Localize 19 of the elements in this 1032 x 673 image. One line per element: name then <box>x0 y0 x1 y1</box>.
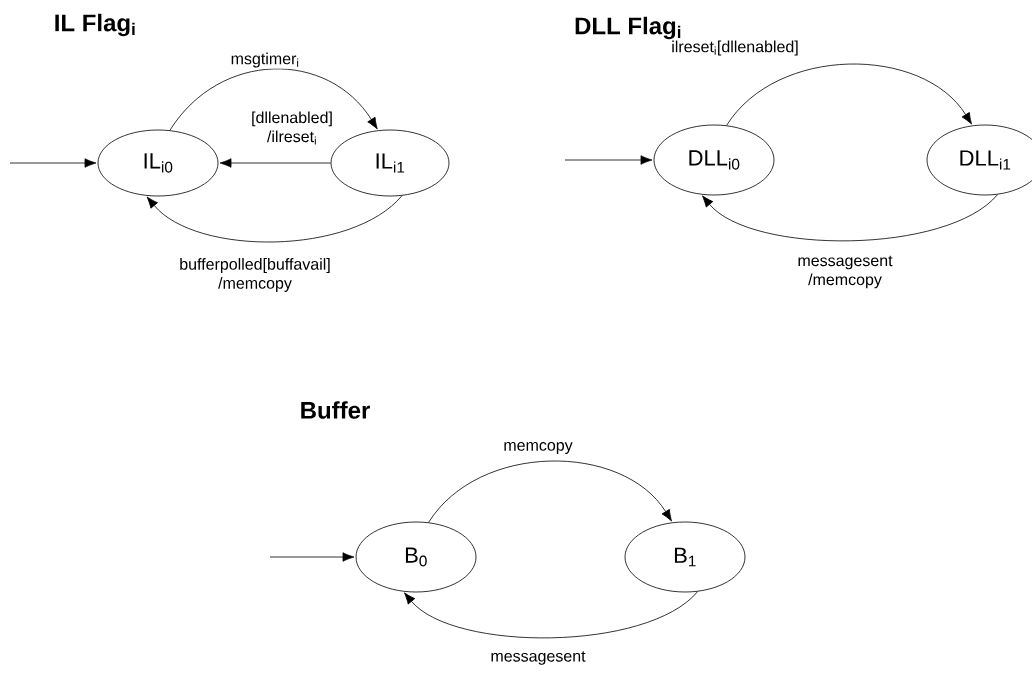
arrow <box>9 158 97 168</box>
diagram-heading: DLL Flag$_{i}$ <box>575 16 681 40</box>
edge-label: bufferpolled[buffavail] /memcopy <box>171 257 339 293</box>
diagram-heading: Buffer <box>301 401 370 419</box>
edge-label: ilreset$_{i}$[dllenabled] <box>670 39 800 57</box>
arrow <box>404 591 698 639</box>
arrow <box>702 194 998 242</box>
arrow <box>428 460 672 523</box>
arrow <box>219 158 331 168</box>
arrow <box>169 68 378 131</box>
arrow <box>146 195 403 243</box>
arrow <box>269 552 355 562</box>
diagram-heading: IL Flag$_{i}$ <box>55 13 135 37</box>
edge-label: messagesent /memcopy <box>791 254 899 290</box>
edge-label: messagesent <box>484 650 592 666</box>
arrow <box>564 155 653 165</box>
edge-label: memcopy <box>502 441 574 455</box>
edge-label: msgtimer$_{i}$ <box>229 51 301 69</box>
arrow <box>726 63 972 126</box>
